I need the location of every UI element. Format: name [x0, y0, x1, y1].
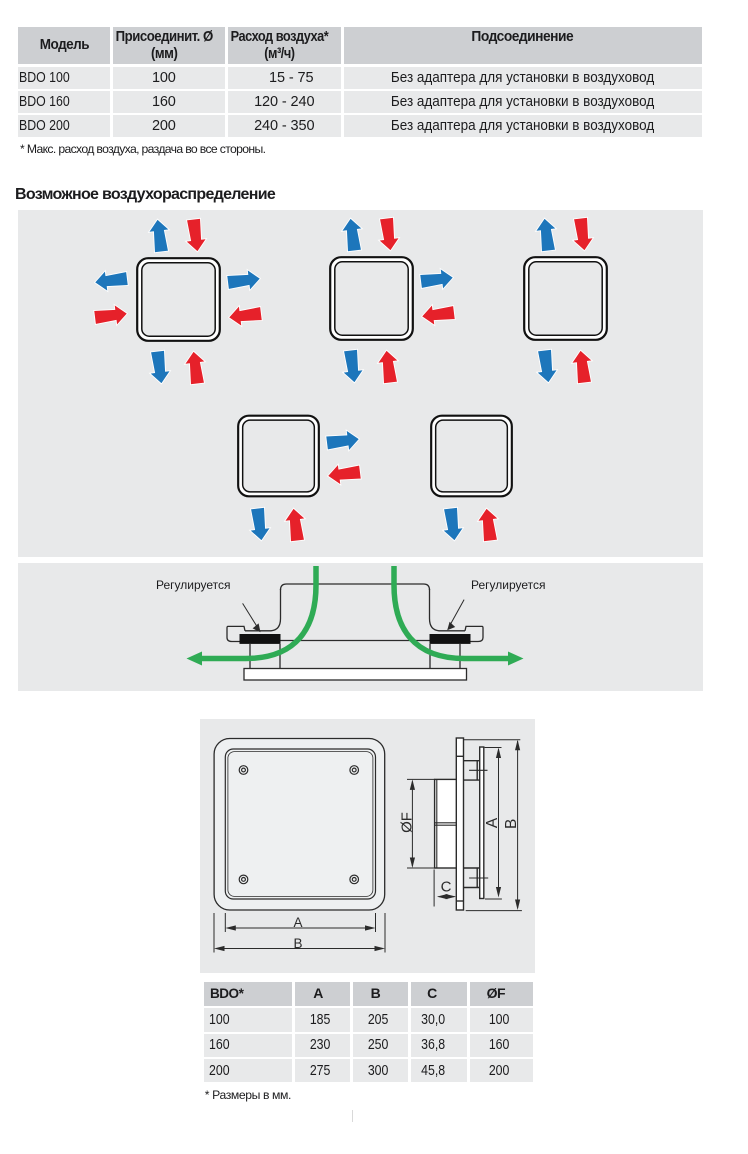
svg-text:A: A [293, 915, 302, 930]
svg-text:ØF: ØF [399, 812, 416, 833]
svg-text:C: C [441, 878, 452, 895]
svg-text:B: B [293, 936, 302, 951]
svg-text:A: A [484, 817, 501, 828]
svg-text:B: B [503, 819, 520, 829]
